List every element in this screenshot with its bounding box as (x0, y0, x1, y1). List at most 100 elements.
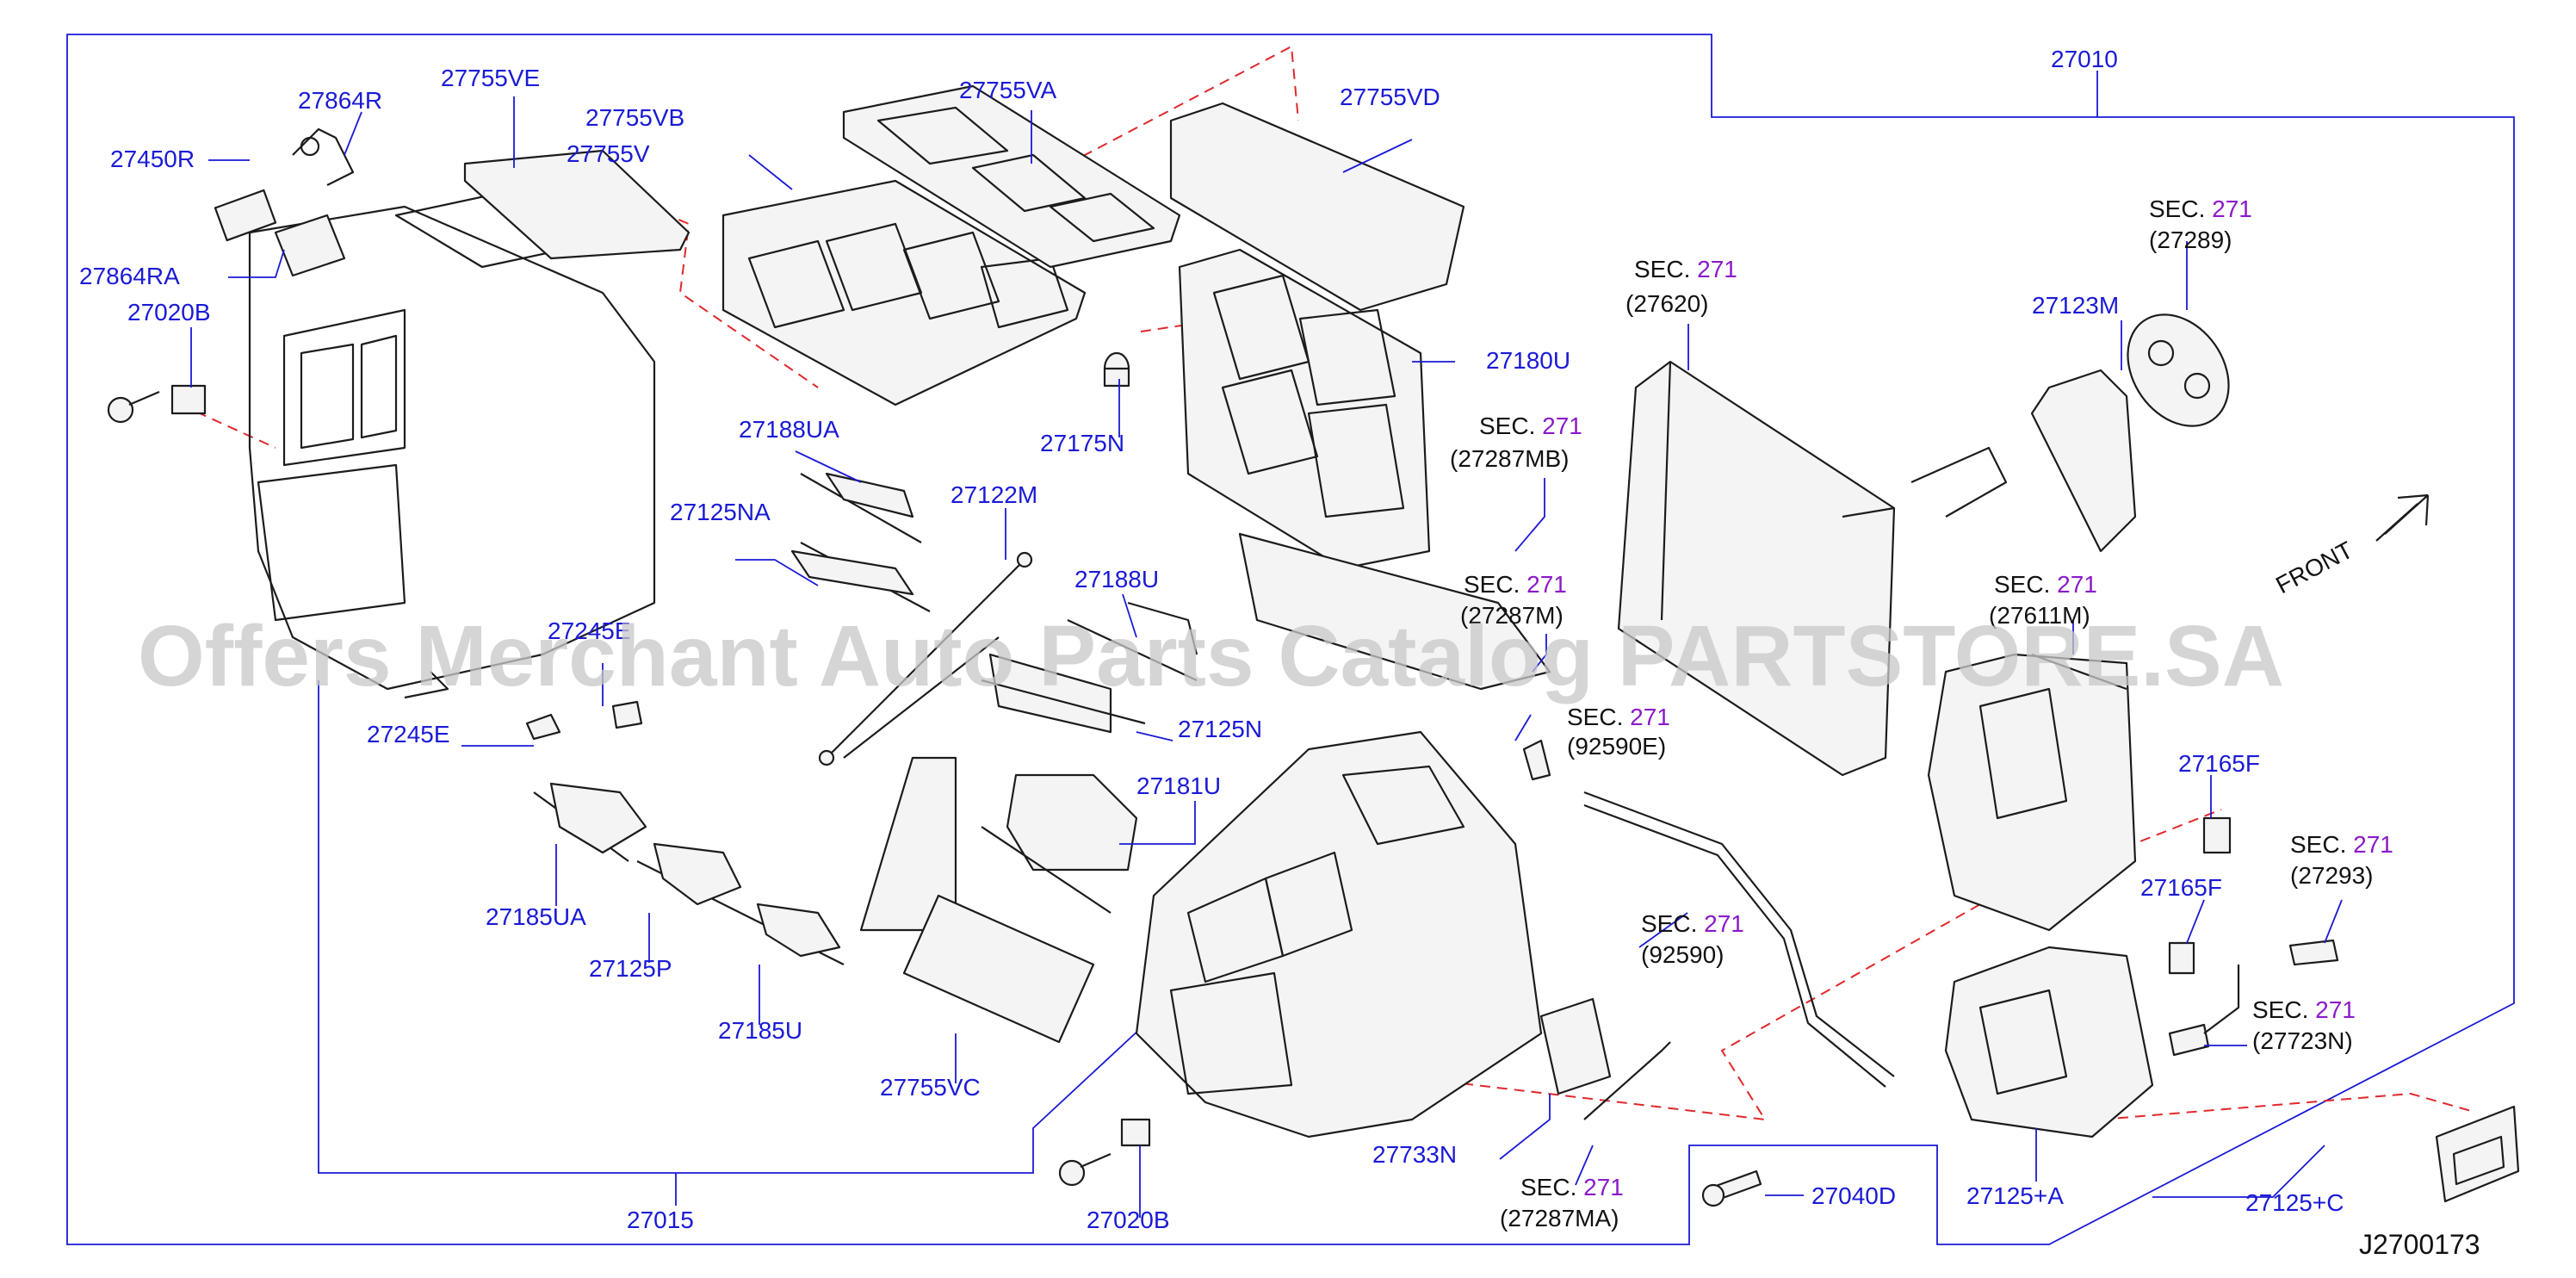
panel-27125C-drawing (2435, 1105, 2520, 1203)
main-case-27015-drawing (1135, 730, 1543, 1138)
label-27125C[interactable]: 27125+C (2245, 1189, 2344, 1216)
label-27181U[interactable]: 27181U (1136, 772, 1221, 799)
label-27040D[interactable]: 27040D (1811, 1182, 1896, 1209)
label-27188UA[interactable]: 27188UA (739, 416, 839, 443)
sec-number: 271 (1542, 413, 1582, 439)
label-27755VA[interactable]: 27755VA (959, 77, 1056, 103)
label-27245E-b[interactable]: 27245E (367, 721, 450, 748)
sec-part: (27287MB) (1450, 445, 1570, 472)
label-27185UA[interactable]: 27185UA (486, 903, 586, 930)
label-27755V[interactable]: 27755V (567, 140, 650, 167)
link-27122M-drawing (818, 551, 1033, 766)
duct-27123M-drawing (2030, 369, 2137, 553)
svg-text:SEC. 271: SEC. 271 (1520, 1174, 1624, 1200)
svg-text:SEC. 271: SEC. 271 (2149, 195, 2252, 222)
filter-frame-27755VA-drawing (842, 84, 1181, 269)
label-27125NA[interactable]: 27125NA (670, 499, 771, 525)
motor-27175N-drawing (1103, 351, 1130, 388)
label-27755VE[interactable]: 27755VE (441, 65, 540, 91)
sec-ref-27723N[interactable]: SEC. 271 (27723N) (2252, 996, 2356, 1054)
label-27185U[interactable]: 27185U (718, 1017, 802, 1044)
sec-prefix: SEC. (2290, 831, 2346, 858)
duct-27755VE-drawing (463, 149, 690, 260)
filter-27755VD-drawing (1169, 102, 1465, 312)
sec-ref-27289[interactable]: SEC. 271 (27289) (2149, 195, 2252, 253)
label-27755VC[interactable]: 27755VC (880, 1074, 981, 1101)
clip-27020B-bottom-drawing (1120, 1118, 1151, 1147)
label-27123M[interactable]: 27123M (2032, 292, 2119, 319)
door-27185UA-drawing (533, 782, 647, 862)
label-27020B-bottom[interactable]: 27020B (1087, 1207, 1170, 1233)
sec-ref-27611M[interactable]: SEC. 271 (27611M) (1989, 571, 2097, 629)
sec-part: (92590E) (1567, 733, 1666, 760)
sec-number: 271 (2212, 195, 2252, 222)
label-27733N[interactable]: 27733N (1372, 1141, 1457, 1168)
sec-prefix: SEC. (1479, 413, 1535, 439)
label-27010[interactable]: 27010 (2051, 46, 2118, 72)
svg-text:SEC. 271: SEC. 271 (1479, 413, 1582, 439)
blower-tray-drawing (1238, 532, 1551, 691)
sec-ref-92590[interactable]: SEC. 271 (92590) (1641, 910, 1744, 968)
sec-part: (27287MA) (1500, 1205, 1619, 1231)
sec-prefix: SEC. (1641, 910, 1697, 937)
svg-text:SEC. 271: SEC. 271 (1634, 256, 1737, 282)
clamp-92590E-drawing (1522, 739, 1551, 781)
sec-number: 271 (2353, 831, 2393, 858)
left-case-drawing (248, 188, 656, 699)
label-27864R[interactable]: 27864R (298, 87, 382, 114)
sec-ref-92590E[interactable]: SEC. 271 (92590E) (1567, 704, 1670, 760)
label-27755VB[interactable]: 27755VB (585, 104, 684, 131)
watermark: Offers Merchant Auto Parts Catalog PARTS… (138, 608, 2284, 704)
sec-ref-27287M[interactable]: SEC. 271 (27287M) (1460, 571, 1567, 629)
sec-ref-27287MB[interactable]: SEC. 271 (27287MB) (1450, 413, 1582, 472)
sec-number: 271 (1704, 910, 1744, 937)
sec-part: (27620) (1625, 290, 1709, 317)
svg-text:SEC. 271: SEC. 271 (1567, 704, 1670, 730)
sec-part: (27723N) (2252, 1027, 2353, 1054)
sec-prefix: SEC. (2252, 996, 2308, 1023)
clip-27245E-drawing (525, 700, 643, 741)
label-27122M[interactable]: 27122M (951, 481, 1037, 508)
actuator-27450R-drawing (214, 127, 355, 277)
label-27755VD[interactable]: 27755VD (1340, 84, 1440, 110)
label-27125P[interactable]: 27125P (589, 955, 672, 982)
door-27125P-drawing (636, 842, 742, 914)
svg-text:SEC. 271: SEC. 271 (2252, 996, 2356, 1023)
door-shaft-27188UA-drawing (800, 472, 922, 543)
front-arrow-icon (2375, 493, 2430, 542)
assembly-27015-frame (318, 680, 1155, 1174)
label-27165F-b[interactable]: 27165F (2140, 874, 2222, 901)
label-27015[interactable]: 27015 (627, 1207, 694, 1233)
front-label: FRONT (2271, 537, 2357, 599)
module-27733N-drawing (1539, 997, 1671, 1120)
label-27188U[interactable]: 27188U (1074, 566, 1159, 592)
filter-frame-27755VB-drawing (721, 179, 1087, 406)
label-27165F-a[interactable]: 27165F (2178, 750, 2260, 777)
label-27020B-top[interactable]: 27020B (127, 299, 211, 326)
label-27175N[interactable]: 27175N (1040, 430, 1124, 456)
svg-text:SEC. 271: SEC. 271 (1641, 910, 1744, 937)
lower-right-case-drawing (1944, 946, 2154, 1138)
sec-ref-27620[interactable]: SEC. 271 (27620) (1625, 256, 1737, 317)
evaporator-27620-drawing (1617, 360, 2008, 777)
bolt-bottom-drawing (1058, 1152, 1112, 1187)
sec-part: (92590) (1641, 941, 1725, 968)
sec-ref-27293[interactable]: SEC. 271 (27293) (2290, 831, 2393, 889)
sec-number: 271 (2057, 571, 2097, 598)
sec-prefix: SEC. (2149, 195, 2205, 222)
label-27125N[interactable]: 27125N (1178, 716, 1262, 742)
label-27864RA[interactable]: 27864RA (79, 263, 180, 289)
label-27450R[interactable]: 27450R (110, 146, 195, 172)
clip-27020B-top-drawing (170, 384, 207, 415)
sec-prefix: SEC. (1567, 704, 1623, 730)
label-27125A[interactable]: 27125+A (1966, 1182, 2064, 1209)
sec-prefix: SEC. (1994, 571, 2050, 598)
sec-part: (27611M) (1989, 602, 2090, 629)
sec-ref-27287MA[interactable]: SEC. 271 (27287MA) (1500, 1174, 1624, 1231)
bolt-27165F-b-drawing (2168, 941, 2195, 975)
door-27125N-drawing (981, 653, 1146, 734)
filter-sheet-27755VC-drawing (902, 894, 1095, 1044)
label-27245E-a[interactable]: 27245E (548, 617, 631, 644)
label-27180U[interactable]: 27180U (1486, 347, 1570, 374)
